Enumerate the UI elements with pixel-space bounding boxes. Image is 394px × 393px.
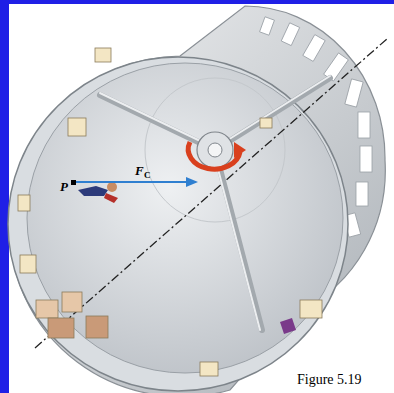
figure-caption: Figure 5.19: [297, 373, 362, 387]
force-vector: [76, 181, 188, 183]
point-label: P: [60, 180, 68, 193]
caption-ground: [292, 366, 394, 393]
vector-subscript: C: [144, 171, 151, 180]
rotation-axis: [35, 38, 388, 348]
back-wall: [145, 78, 285, 222]
point-p: [71, 180, 76, 185]
person: [78, 182, 296, 334]
blue-border: [0, 0, 394, 4]
inner-floor: [27, 63, 343, 373]
outer-shell: [10, 6, 385, 393]
vector-label: F: [135, 164, 144, 177]
spokes: [100, 78, 330, 330]
crates: [18, 48, 322, 376]
front-rim: [8, 57, 348, 391]
force-arrowhead: [186, 177, 198, 187]
blue-border: [0, 0, 9, 393]
rotation-arrow: [188, 142, 240, 169]
hub: [197, 132, 233, 168]
